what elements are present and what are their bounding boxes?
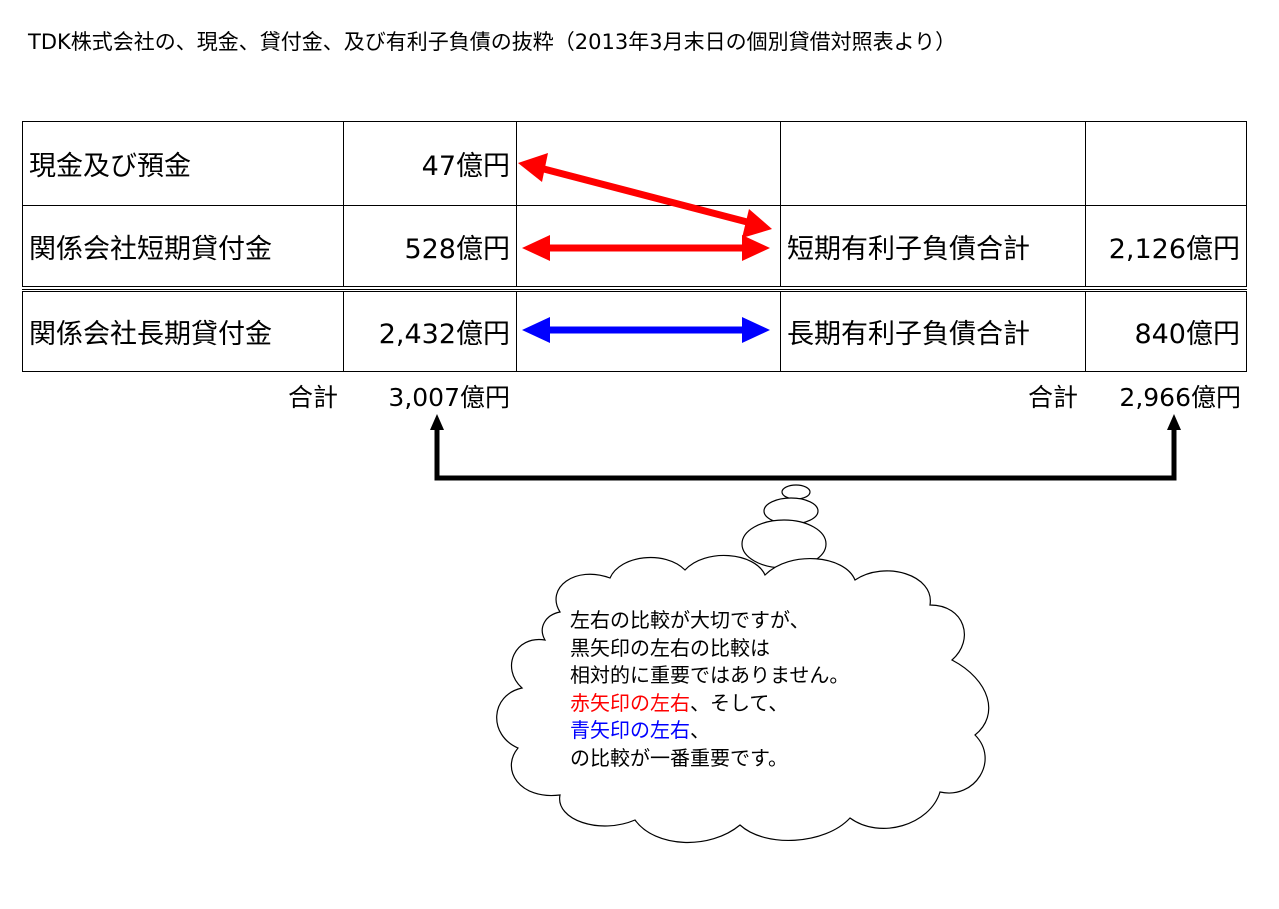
short-term-debt-value: 2,126億円 [1085,205,1247,287]
short-term-loans-label: 関係会社短期貸付金 [22,205,344,287]
cloud-line-4-rest: 、そして、 [690,690,789,715]
black-totals-arrow [430,414,1181,481]
thought-bubbles [741,484,827,569]
right-total-value: 2,966億円 [1119,383,1241,412]
right-total-label: 合計 [1027,383,1078,412]
cloud-line-4: 赤矢印の左右、そして、 [570,690,849,718]
cash-deposits-value: 47億円 [343,121,517,206]
long-term-debt-label: 長期有利子負債合計 [780,291,1086,372]
long-term-loans-value: 2,432億円 [343,291,517,372]
thought-cloud [496,554,990,843]
cloud-line-2: 黒矢印の左右の比較は [570,635,770,660]
blue-horizontal-arrow [522,317,770,343]
page-title: TDK株式会社の、現金、貸付金、及び有利子負債の抜粋（2013年3月末日の個別貸… [28,30,957,54]
left-total-label: 合計 [287,383,338,412]
cloud-line-6: の比較が一番重要です。 [570,745,788,770]
cloud-message: 左右の比較が大切ですが、 黒矢印の左右の比較は 相対的に重要ではありません。 赤… [570,607,849,772]
cloud-line-5: 青矢印の左右、 [570,717,849,745]
cloud-line-3: 相対的に重要ではありません。 [570,663,850,687]
red-arrow-comparison-text: 赤矢印の左右 [570,690,690,715]
blue-arrow-comparison-text: 青矢印の左右 [570,718,690,742]
long-term-debt-value: 840億円 [1085,291,1247,372]
row-divider-double-line [22,289,1247,290]
left-total-value: 3,007億円 [388,383,510,412]
cloud-line-5-rest: 、 [690,718,710,742]
short-term-loans-value: 528億円 [343,205,517,287]
red-horizontal-arrow [522,235,770,261]
cloud-line-1: 左右の比較が大切ですが、 [570,608,810,632]
long-term-loans-label: 関係会社長期貸付金 [22,291,344,372]
red-diagonal-arrow [518,153,772,238]
